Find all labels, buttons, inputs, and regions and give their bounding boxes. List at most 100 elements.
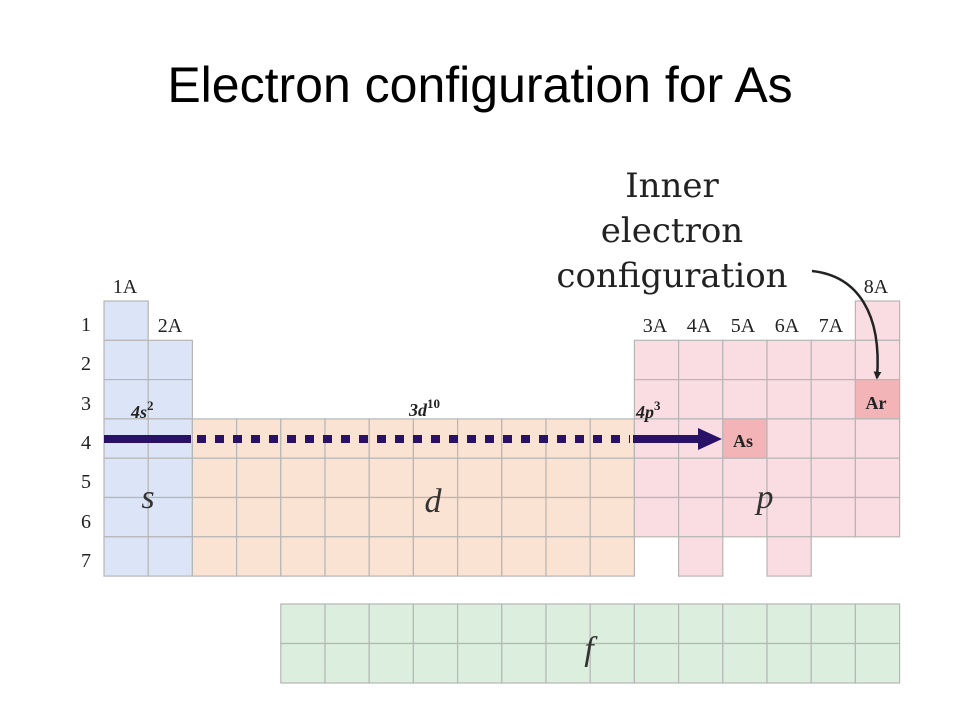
table-cell-d-p5-g10 [501,457,547,499]
table-cell-p-p6-g13 [633,496,680,538]
table-cell-d-p5-g11 [545,457,591,499]
period-label-3: 3 [81,393,91,415]
table-cell-f-r2-c14 [854,642,901,684]
table-cell-d-p7-g8 [412,536,459,577]
table-cell-p-p4-g16 [766,418,812,459]
period-label-2: 2 [81,353,91,375]
table-cell-p-p5-g17 [810,457,857,499]
table-cell-d-p6-g4 [236,496,282,538]
table-cell-p-p6-g14 [677,496,724,538]
inner-configuration-curved-arrow [811,269,882,380]
period-label-4: 4 [81,432,91,454]
subshell-4p-superscript: 3 [654,398,661,413]
table-cell-f-r2-c6 [501,642,547,684]
table-cell-p-p2-g14 [677,339,724,381]
table-cell-p-p3-g15 [722,379,768,420]
table-cell-f-r2-c11 [722,642,768,684]
table-cell-d-p6-g11 [545,496,591,538]
table-cell-s-p3-g2 [147,379,193,420]
table-cell-f-r2-c9 [633,642,680,684]
periodic-table-cells [103,300,901,684]
table-cell-d-p5-g4 [236,457,282,499]
table-cell-p-p3-g14 [677,379,724,420]
group-label-2a: 2A [158,315,183,337]
table-cell-s-p6-g2 [147,496,193,538]
group-label-7a: 7A [819,315,844,337]
annotation-line-3: configuration [556,256,788,296]
table-cell-p-p5-g18 [854,457,901,499]
table-cell-d-p7-g4 [236,536,282,577]
subshell-3d-main: 3d [408,400,428,420]
group-label-1a: 1A [113,276,138,298]
table-cell-d-p6-g12 [589,496,636,538]
table-cell-p-p7-g14 [677,536,724,577]
element-symbol-as: As [733,431,753,451]
block-label-d: d [425,483,443,520]
table-cell-f-r2-c12 [766,642,812,684]
block-label-s: s [141,479,154,516]
table-cell-p-p4-g15 [722,418,768,459]
subshell-4s-superscript: 2 [147,398,154,413]
table-cell-p-p6-g17 [810,496,857,538]
table-cell-p-p5-g15 [722,457,768,499]
table-cell-d-p5-g7 [368,457,415,499]
table-cell-d-p7-g11 [545,536,591,577]
table-cell-f-r1-c5 [457,603,503,645]
table-cell-d-p6-g8 [412,496,459,538]
table-cell-p-p1-g18 [854,300,901,341]
arrow-head-icon [698,428,722,450]
table-cell-d-p5-g12 [589,457,636,499]
table-cell-f-r1-c1 [280,603,326,645]
table-cell-p-p2-g15 [722,339,768,381]
table-cell-d-p5-g9 [457,457,503,499]
table-cell-f-r1-c2 [324,603,370,645]
table-cell-s-p7-g1 [103,536,149,577]
table-cell-s-p1-g1 [103,300,149,341]
table-cell-p-p6-g16 [766,496,812,538]
table-cell-p-p3-g18 [854,379,901,420]
table-cell-s-p2-g2 [147,339,193,381]
element-symbol-ar: Ar [866,393,887,413]
table-cell-f-r2-c4 [412,642,459,684]
table-cell-s-p2-g1 [103,339,149,381]
table-cell-p-p5-g13 [633,457,680,499]
table-cell-d-p6-g10 [501,496,547,538]
table-cell-d-p7-g3 [191,536,238,577]
table-cell-d-p7-g10 [501,536,547,577]
table-cell-f-r2-c8 [589,642,636,684]
table-cell-p-p7-g16 [766,536,812,577]
table-cell-d-p7-g12 [589,536,636,577]
table-cell-p-p6-g18 [854,496,901,538]
table-cell-p-p2-g13 [633,339,680,381]
table-cell-f-r1-c13 [810,603,857,645]
table-cell-d-p7-g7 [368,536,415,577]
annotation-line-2: electron [600,211,744,251]
slide-title: Electron configuration for As [167,57,793,113]
subshell-label-4p3: 4p3 [635,398,661,422]
table-cell-s-p3-g1 [103,379,149,420]
table-cell-f-r1-c4 [412,603,459,645]
group-label-8a: 8A [864,276,889,298]
table-cell-s-p5-g2 [147,457,193,499]
table-cell-f-r1-c6 [501,603,547,645]
table-cell-f-r2-c5 [457,642,503,684]
table-cell-s-p7-g2 [147,536,193,577]
table-cell-d-p6-g3 [191,496,238,538]
subshell-3d-superscript: 10 [427,396,440,411]
table-cell-p-p2-g17 [810,339,857,381]
annotation-line-1: Inner [625,166,719,206]
table-cell-f-r1-c14 [854,603,901,645]
table-cell-d-p7-g9 [457,536,503,577]
table-cell-d-p5-g3 [191,457,238,499]
table-cell-d-p6-g9 [457,496,503,538]
table-cell-d-p7-g6 [324,536,370,577]
period-label-1: 1 [81,314,91,336]
group-label-5a: 5A [731,315,756,337]
table-cell-f-r1-c3 [368,603,415,645]
group-label-4a: 4A [687,315,712,337]
table-cell-d-p5-g6 [324,457,370,499]
table-cell-d-p5-g5 [280,457,326,499]
subshell-label-3d10: 3d10 [408,396,440,420]
table-cell-p-p4-g17 [810,418,857,459]
table-cell-p-p2-g16 [766,339,812,381]
